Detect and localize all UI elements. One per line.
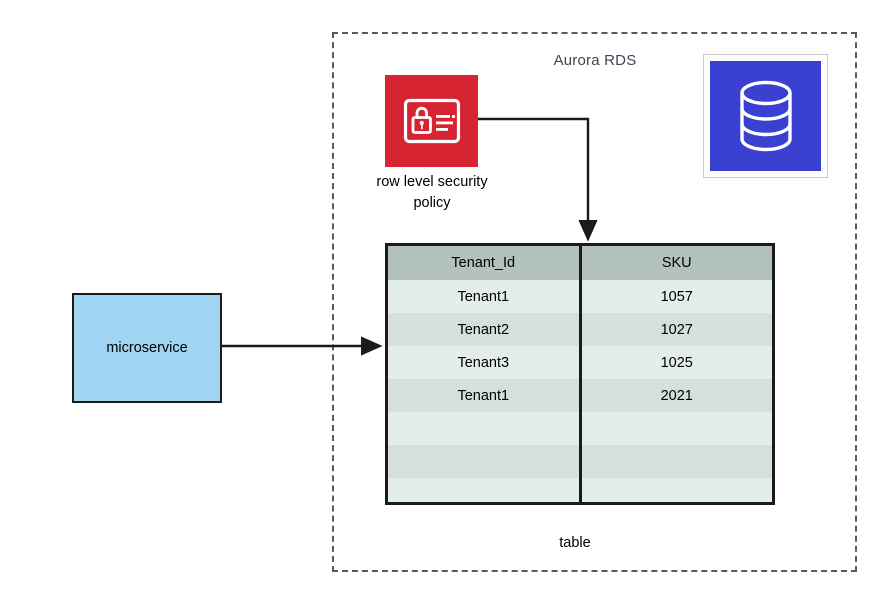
cell-sku: 1057 xyxy=(578,280,772,313)
table-row xyxy=(388,412,772,445)
table-row: Tenant3 1025 xyxy=(388,346,772,379)
row-level-security-caption: row level security policy xyxy=(352,172,512,214)
cell-tenant-id: Tenant3 xyxy=(388,346,580,379)
row-level-security-icon[interactable] xyxy=(385,75,478,167)
cell-tenant-id xyxy=(388,412,580,445)
tenant-table-head: Tenant_Id SKU xyxy=(388,246,772,280)
security-card-glyph xyxy=(403,98,460,144)
tenant-table: Tenant_Id SKU Tenant1 1057 Tenant2 1027 … xyxy=(385,243,775,505)
cell-sku xyxy=(578,445,772,478)
microservice-box[interactable]: microservice xyxy=(72,293,222,403)
cell-tenant-id: Tenant1 xyxy=(388,379,580,412)
database-icon[interactable] xyxy=(703,54,828,178)
aurora-rds-boundary xyxy=(332,32,857,572)
microservice-label: microservice xyxy=(106,340,188,356)
column-header-tenant-id: Tenant_Id xyxy=(388,246,580,280)
cell-tenant-id xyxy=(388,445,580,478)
cell-sku xyxy=(578,412,772,445)
cell-tenant-id xyxy=(388,478,580,502)
cell-tenant-id: Tenant1 xyxy=(388,280,580,313)
cell-sku: 1025 xyxy=(578,346,772,379)
cell-tenant-id: Tenant2 xyxy=(388,313,580,346)
tenant-table-body: Tenant1 1057 Tenant2 1027 Tenant3 1025 T… xyxy=(388,280,772,502)
aurora-rds-label: Aurora RDS xyxy=(553,52,637,69)
table-row xyxy=(388,445,772,478)
cell-sku: 1027 xyxy=(578,313,772,346)
table-header-row: Tenant_Id SKU xyxy=(388,246,772,280)
table-row: Tenant1 2021 xyxy=(388,379,772,412)
table-row: Tenant2 1027 xyxy=(388,313,772,346)
security-caption-line-2: policy xyxy=(413,195,451,211)
column-header-sku: SKU xyxy=(578,246,772,280)
table-caption: table xyxy=(559,535,591,551)
database-icon-tile xyxy=(710,61,821,171)
cell-sku: 2021 xyxy=(578,379,772,412)
table-row xyxy=(388,478,772,502)
cell-sku xyxy=(578,478,772,502)
table-row: Tenant1 1057 xyxy=(388,280,772,313)
security-caption-line-1: row level security xyxy=(376,174,488,190)
database-cylinder-glyph xyxy=(739,80,792,152)
tenant-table-grid: Tenant_Id SKU Tenant1 1057 Tenant2 1027 … xyxy=(388,246,772,502)
